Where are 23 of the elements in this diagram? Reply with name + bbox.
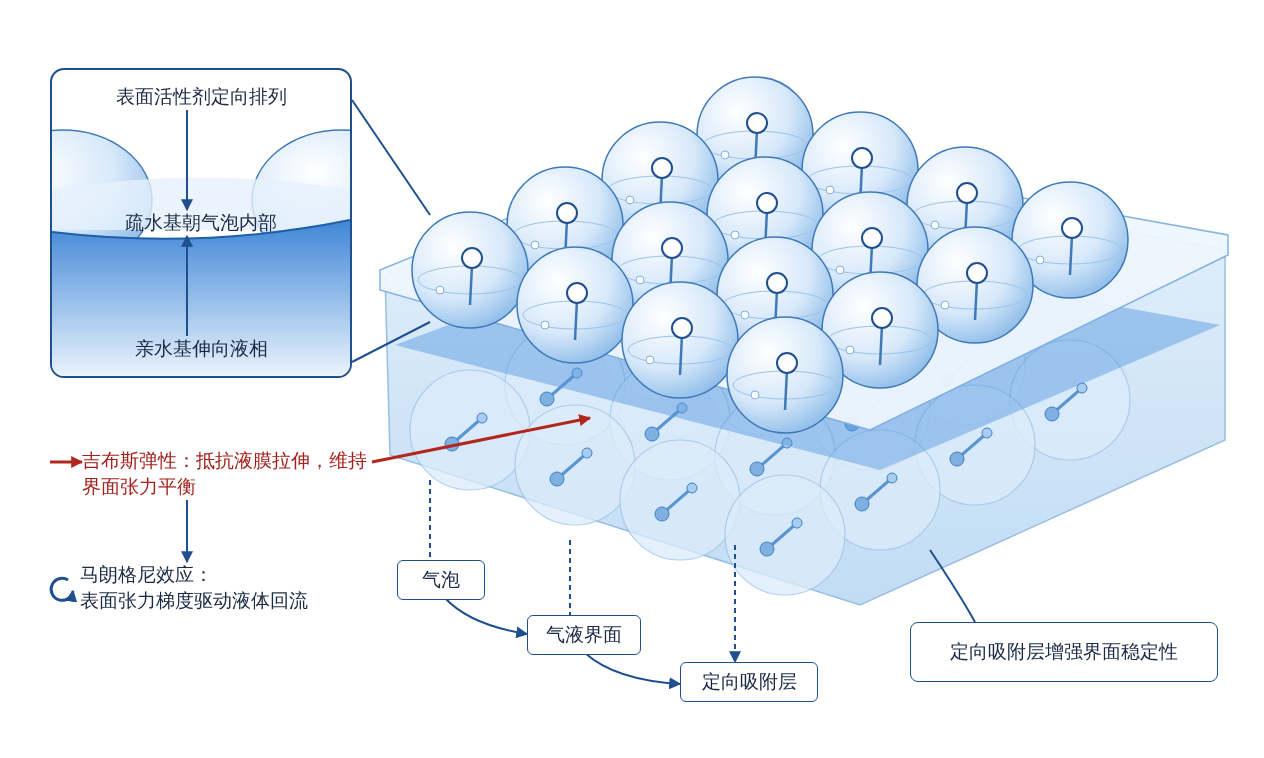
annotation-text: 表面活性剂定向排列 (52, 84, 350, 110)
arrow (371, 414, 592, 464)
leader-line (929, 549, 976, 623)
callout-box: 气液界面 (527, 615, 641, 655)
callout-box: 定向吸附层增强界面稳定性 (910, 622, 1218, 682)
leader-line (351, 321, 431, 363)
arrow (444, 597, 529, 639)
dashed-leader-line (569, 539, 571, 616)
annotation-text: 吉布斯弹性：抵抗液膜拉伸，维持界面张力平衡 (82, 448, 372, 500)
arrow (181, 109, 193, 212)
arrow (584, 652, 682, 690)
circular-arrow (49, 576, 77, 603)
heading-text: 马朗格尼效应： (80, 563, 213, 587)
callout-box: 气泡 (397, 560, 485, 600)
leader-line (351, 99, 431, 216)
arrow (50, 456, 84, 468)
arrow (181, 499, 193, 564)
arrow (181, 234, 193, 337)
annotation-text: 表面张力梯度驱动液体回流 (80, 589, 308, 613)
callout-box: 定向吸附层 (680, 662, 818, 702)
dashed-arrow (729, 544, 741, 664)
annotation-text: 疏水基朝气泡内部 (52, 210, 350, 236)
annotation-text: 亲水基伸向液相 (52, 336, 350, 362)
